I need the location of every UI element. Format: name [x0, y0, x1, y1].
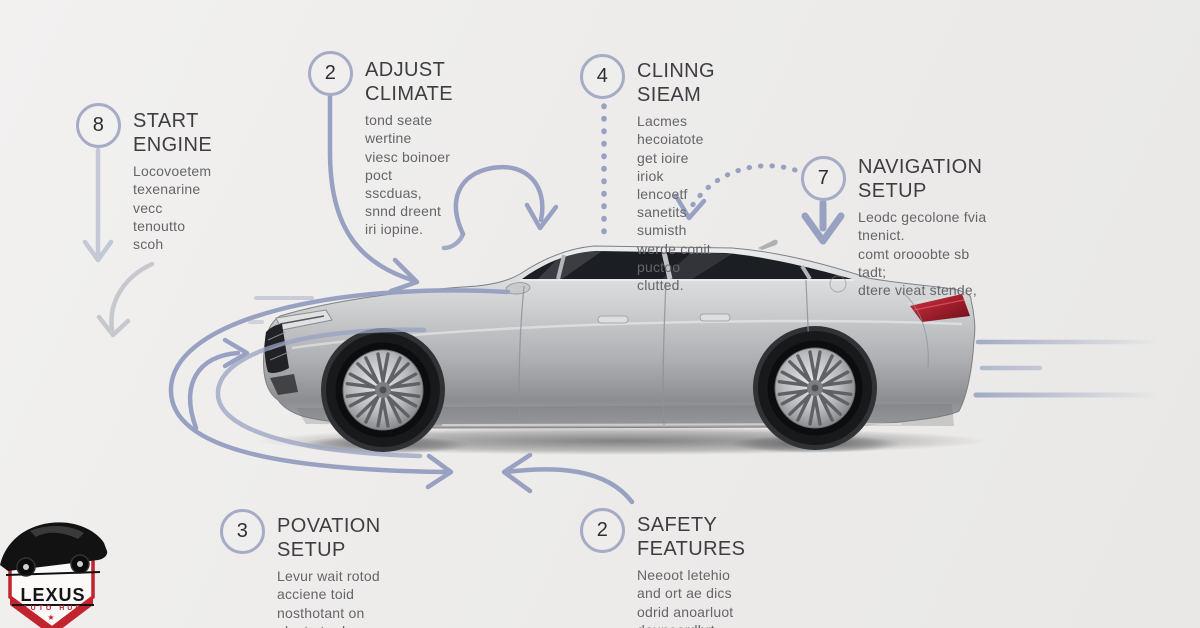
step-description: Levur wait rotod acciene toid nosthotant…	[277, 568, 380, 628]
speed-lines-left-icon	[248, 296, 314, 324]
logo-car-icon	[0, 522, 108, 577]
step-description: Neeoot letehio and ort ae dics odrid ano…	[637, 567, 734, 628]
step-number: 4	[596, 65, 609, 87]
car-mirror	[505, 282, 531, 295]
step-number-badge: 2	[308, 51, 353, 96]
car-fuel-cap	[829, 275, 847, 293]
step-title: POVATION SETUP	[277, 515, 381, 561]
step-title: CLINNG SIEAM	[637, 60, 715, 106]
step-description: Lacmes hecoiatote get ioire iriok lencoe…	[637, 113, 711, 293]
step-number-badge: 2	[580, 508, 625, 553]
logo-tagline-text: AUTO HUB	[22, 605, 84, 612]
car-door-handle-front	[597, 315, 629, 324]
arrow-step8-down-icon	[82, 147, 114, 263]
car-front-wheel	[326, 333, 440, 447]
speed-lines-right-icon	[973, 339, 1161, 398]
arrow-faded-curl-icon	[96, 261, 155, 338]
step-title: SAFETY FEATURES	[637, 514, 746, 560]
car-antenna-fin	[758, 239, 778, 250]
step-number: 2	[596, 519, 609, 541]
arrow-outer-swoosh-icon	[168, 288, 511, 490]
car-door-seams	[518, 279, 815, 426]
car-grille	[264, 324, 298, 395]
step-number: 3	[236, 520, 249, 542]
logo-stars: ★ ★ ★	[30, 613, 76, 622]
step-description: tond seate wertine viesc boinoer poct ss…	[365, 112, 451, 238]
step-title: ADJUST CLIMATE	[365, 59, 453, 105]
step-title: START ENGINE	[133, 110, 213, 156]
arrow-hook-icon	[188, 337, 250, 431]
step-number-badge: 7	[801, 156, 846, 201]
car-ground-shadow	[257, 427, 987, 455]
car-rear-wheel	[758, 331, 872, 445]
step-title: NAVIGATION SETUP	[858, 156, 983, 202]
step-number: 2	[324, 62, 337, 84]
step-description: Locovoetem texenarine vecc tenoutto scoh	[133, 163, 212, 252]
logo-brand-text: LEXUS	[12, 586, 94, 606]
arrow-safety-left-icon	[501, 452, 635, 505]
lexus-auto-hub-logo: LEXUS AUTO HUB ★ ★ ★	[0, 515, 130, 628]
step-description: Leodc gecolone fvia tnenict. comt orooob…	[858, 209, 987, 298]
arrow-step7-down-icon	[801, 199, 845, 245]
step-number-badge: 4	[580, 54, 625, 99]
step-number-badge: 3	[220, 509, 265, 554]
step-number: 7	[817, 167, 830, 189]
logo-badge-icon	[0, 522, 108, 628]
step-number: 8	[92, 114, 105, 136]
car-headlight	[275, 309, 333, 331]
car-door-handle-rear	[699, 313, 731, 322]
step-number-badge: 8	[76, 103, 121, 148]
arrow-inner-arc-icon	[215, 327, 427, 459]
arrow-arch-icon	[441, 164, 559, 251]
